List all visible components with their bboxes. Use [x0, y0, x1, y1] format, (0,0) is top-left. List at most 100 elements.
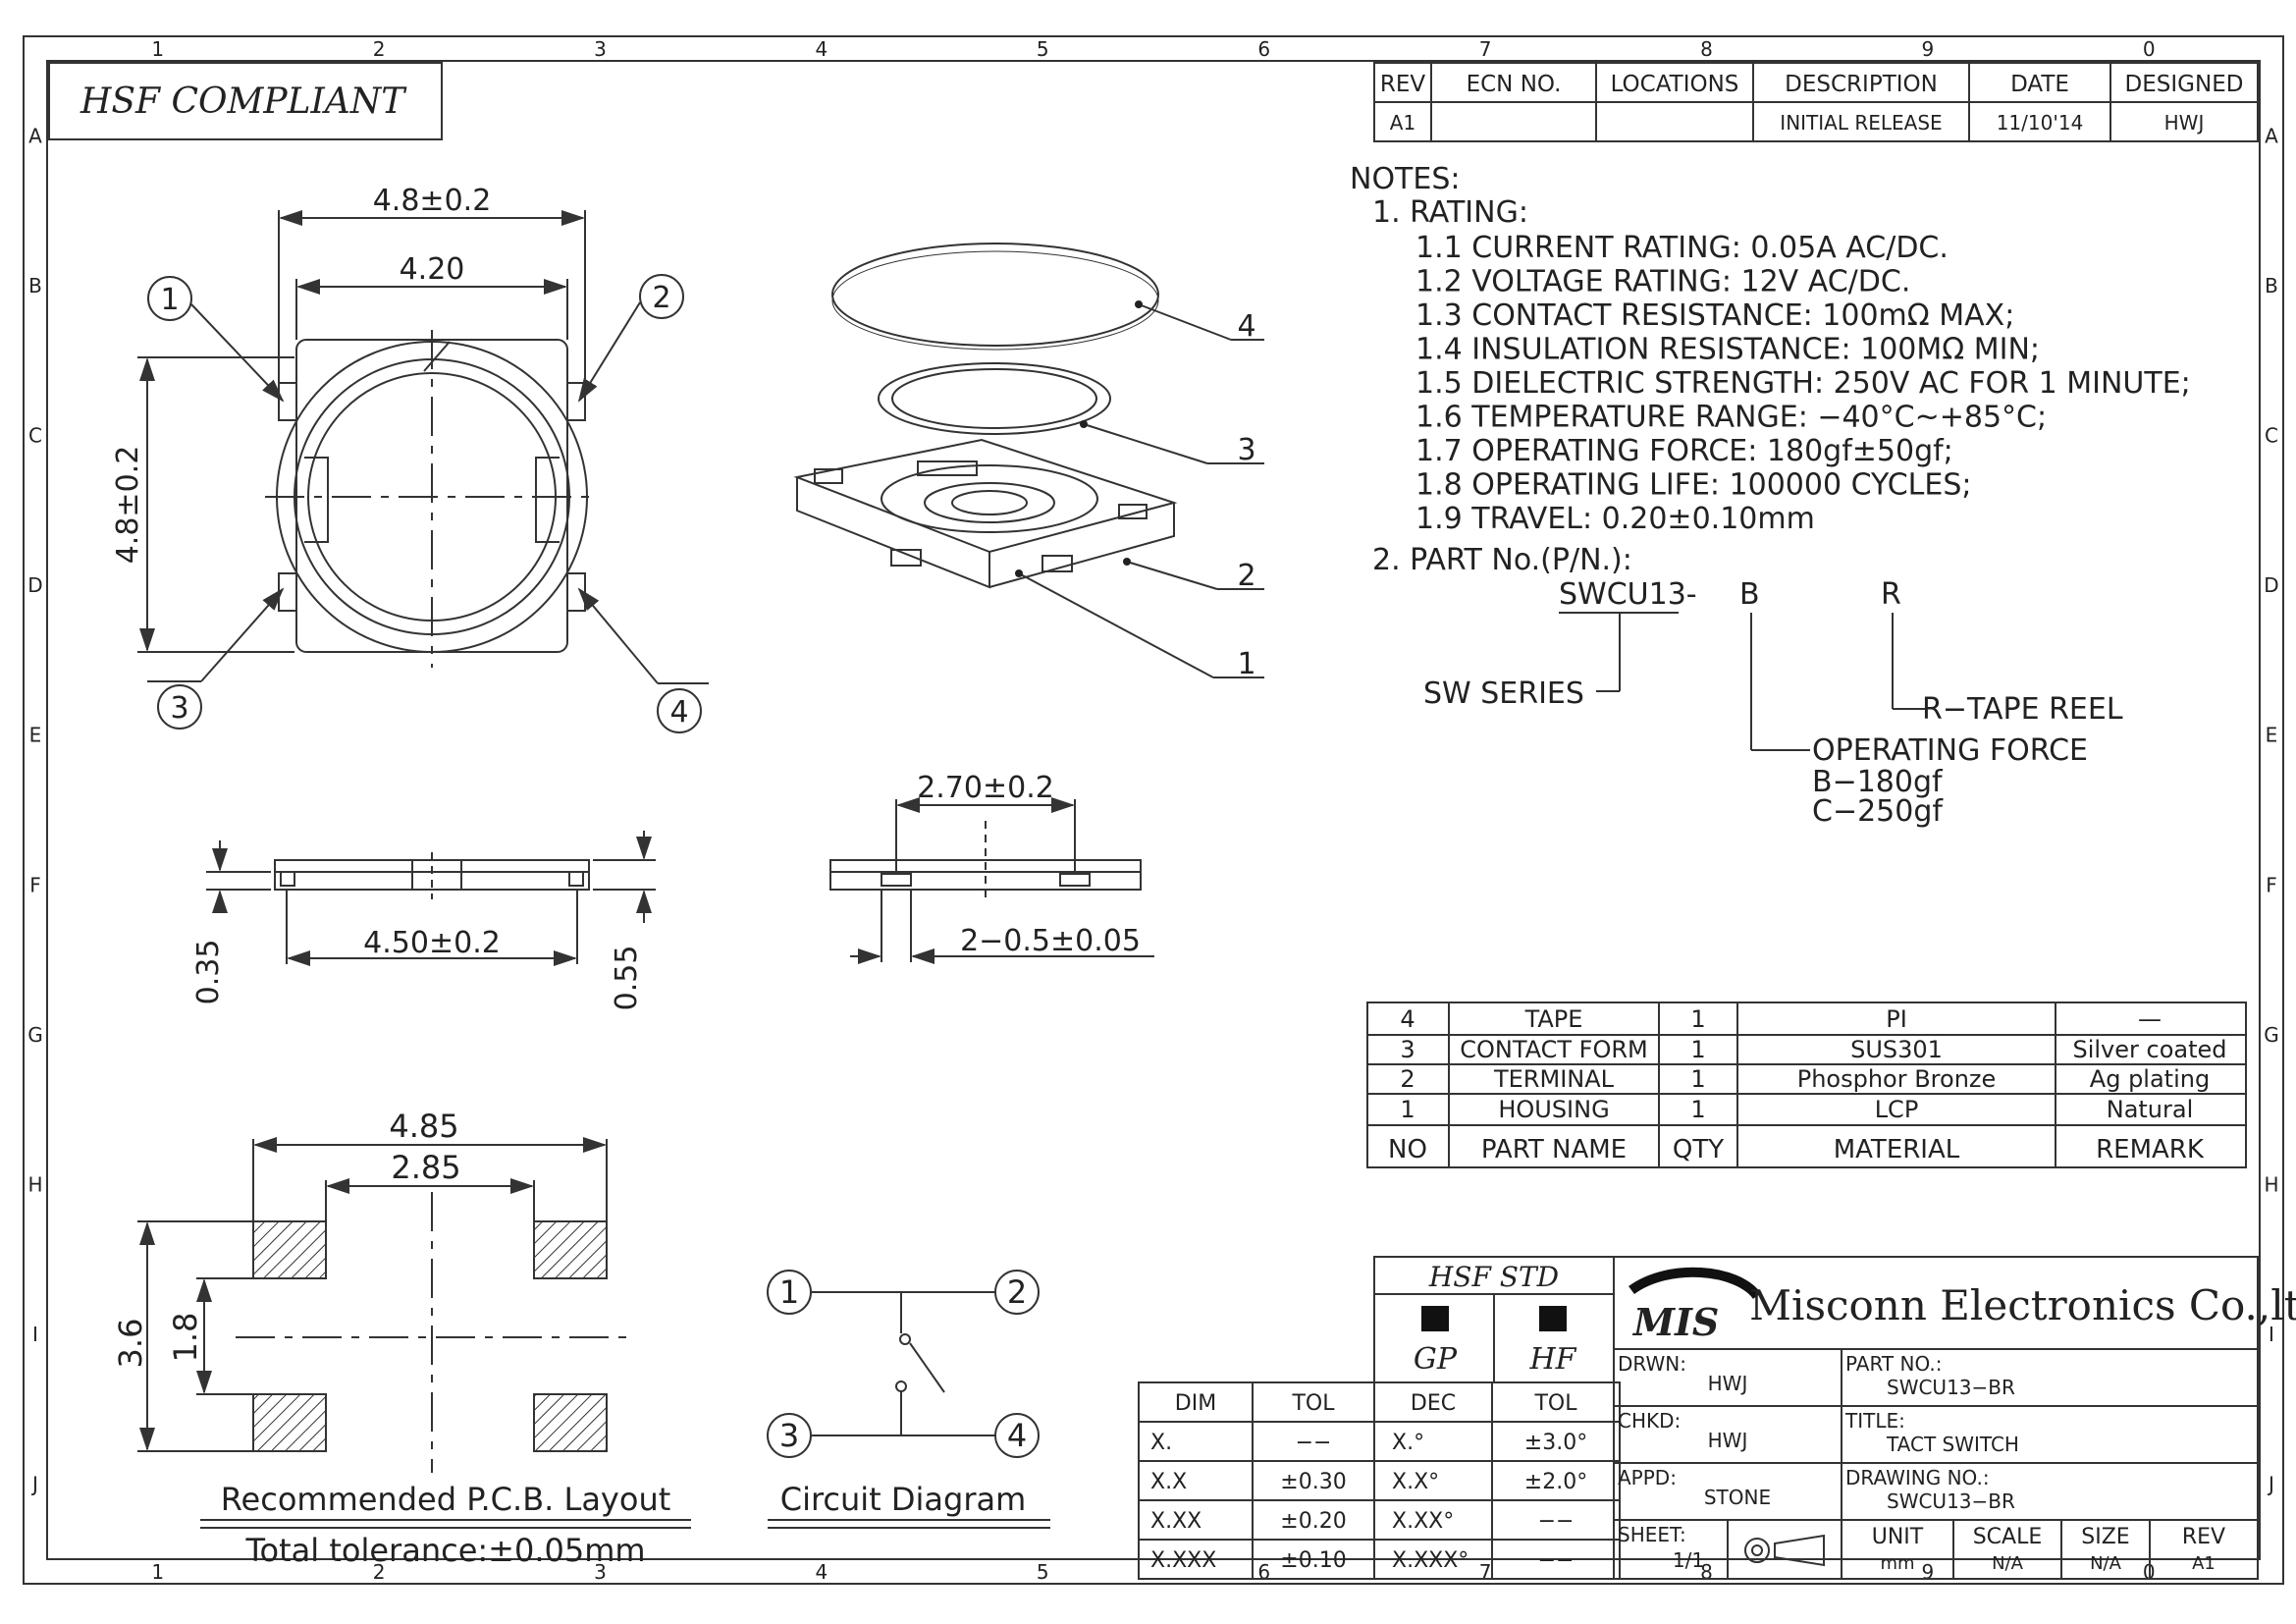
rev-cell-designed: HWJ: [2164, 111, 2205, 135]
rating-line-7: 1.7 OPERATING FORCE: 180gf±50gf;: [1415, 434, 1953, 468]
pcb-dim-inner-height: 1.8: [167, 1313, 204, 1363]
rev-cell-date: 11/10'14: [1997, 111, 2084, 135]
frame-column-top-6: 6: [1257, 37, 1270, 61]
frame-row-left-a: A: [28, 124, 42, 147]
bom-header-no: NO: [1388, 1135, 1427, 1164]
top-balloon-1: 1: [160, 283, 179, 317]
tol-cell-r1-c1: X.: [1150, 1431, 1172, 1455]
pn-force: B: [1739, 577, 1760, 612]
unit-value: mm: [1880, 1553, 1914, 1574]
bom-cell-r2-c1: 3: [1400, 1036, 1415, 1063]
notes-rating-title: 1. RATING:: [1372, 195, 1528, 230]
hsf-std-hf: HF: [1529, 1342, 1577, 1377]
front-view: 2.70±0.2 2−0.5±0.05: [829, 771, 1154, 964]
tol-cell-r4-c1: X.XXX: [1150, 1548, 1216, 1573]
tol-cell-r1-c3: X.°: [1392, 1431, 1424, 1455]
pn-force-c-label: C−250gf: [1812, 794, 1944, 829]
notes-ratings-list: 1.1 CURRENT RATING: 0.05A AC/DC.1.2 VOLT…: [1415, 231, 2191, 536]
frame-column-top-8: 8: [1700, 37, 1713, 61]
frame-row-right-c: C: [2265, 424, 2278, 448]
tol-cell-r3-c3: X.XX°: [1392, 1509, 1454, 1534]
bom-header-material: MATERIAL: [1834, 1135, 1960, 1164]
tol-header-tol-angle: TOL: [1533, 1391, 1577, 1416]
scale-value: N/A: [1992, 1553, 2024, 1574]
pcb-caption: Recommended P.C.B. Layout: [221, 1481, 671, 1518]
rating-line-3: 1.3 CONTACT RESISTANCE: 100mΩ MAX;: [1415, 298, 2014, 333]
rating-line-6: 1.6 TEMPERATURE RANGE: −40°C~+85°C;: [1415, 401, 2047, 435]
tol-header-dim: DIM: [1175, 1391, 1216, 1416]
circuit-caption: Circuit Diagram: [780, 1481, 1027, 1518]
pn-pack: R: [1881, 577, 1901, 612]
bom-cell-r2-c5: Silver coated: [2072, 1036, 2226, 1063]
front-dim-terminal: 2−0.5±0.05: [960, 924, 1141, 958]
rev-header-date: DATE: [2010, 72, 2069, 97]
chkd-label: CHKD:: [1618, 1409, 1681, 1433]
tol-cell-r2-c1: X.X: [1150, 1470, 1187, 1494]
tol-cell-r3-c4: −−: [1538, 1509, 1575, 1534]
top-dim-height: 4.8±0.2: [111, 446, 145, 565]
notes-title: NOTES:: [1350, 162, 1461, 196]
title-block: MIS Misconn Electronics Co.,ltd. DRWN: H…: [1613, 1256, 2296, 1580]
frame-row-right-h: H: [2264, 1173, 2278, 1197]
rating-line-8: 1.8 OPERATING LIFE: 100000 CYCLES;: [1415, 468, 1971, 503]
rating-line-9: 1.9 TRAVEL: 0.20±0.10mm: [1415, 502, 1815, 536]
hsf-compliant-label: HSF COMPLIANT: [80, 81, 407, 122]
frame-row-left-g: G: [27, 1023, 43, 1047]
frame-row-left-d: D: [27, 573, 42, 597]
bom-header-qty: QTY: [1673, 1135, 1724, 1164]
hsf-std-box: HSF STD GP HF: [1373, 1256, 1615, 1383]
frame-column-bottom-3: 3: [594, 1560, 607, 1584]
tol-cell-r3-c2: ±0.20: [1280, 1509, 1346, 1534]
bom-cell-r4-c5: Natural: [2107, 1096, 2194, 1123]
frame-row-right-g: G: [2264, 1023, 2279, 1047]
bom-cell-r3-c5: Ag plating: [2090, 1065, 2210, 1093]
rev-label: REV: [2182, 1525, 2225, 1549]
circuit-node-4: 4: [1007, 1417, 1027, 1454]
rating-line-5: 1.5 DIELECTRIC STRENGTH: 250V AC FOR 1 M…: [1415, 366, 2191, 401]
title-label: TITLE:: [1844, 1409, 1905, 1433]
frame-row-left-j: J: [30, 1473, 38, 1496]
bom-cell-r2-c3: 1: [1690, 1036, 1705, 1063]
company-logo: MIS: [1629, 1267, 1762, 1344]
frame-row-left-h: H: [27, 1173, 42, 1197]
rev-header-ecn: ECN NO.: [1467, 72, 1562, 97]
bom-cell-r1-c4: PI: [1886, 1005, 1907, 1033]
frame-column-top-9: 9: [1922, 37, 1935, 61]
bom-cell-r4-c4: LCP: [1875, 1096, 1919, 1123]
bom-cell-r2-c4: SUS301: [1850, 1036, 1943, 1063]
top-balloon-4: 4: [669, 695, 688, 730]
pcb-layout: 4.85 2.85 3.6 1.8 Recommended P.C.B. Lay…: [112, 1108, 691, 1569]
bom-cell-r4-c2: HOUSING: [1498, 1096, 1609, 1123]
hsf-compliant-box: HSF COMPLIANT: [48, 62, 443, 140]
frame-row-left-f: F: [29, 873, 41, 896]
bom-header-part-name: PART NAME: [1481, 1135, 1627, 1164]
side-dim-right: 0.55: [610, 946, 644, 1011]
bom-cell-r1-c3: 1: [1690, 1005, 1705, 1033]
rev-header-locations: LOCATIONS: [1611, 72, 1739, 97]
pn-series: SWCU13-: [1559, 577, 1697, 612]
notes-block: NOTES: 1. RATING: 1.1 CURRENT RATING: 0.…: [1350, 162, 2191, 829]
frame-row-left-e: E: [29, 724, 42, 747]
rating-line-4: 1.4 INSULATION RESISTANCE: 100MΩ MIN;: [1415, 333, 2040, 367]
exploded-view: 4 3 2 1: [793, 243, 1264, 681]
side-view: 4.50±0.2 0.35 0.55: [191, 831, 656, 1010]
frame-column-bottom-4: 4: [816, 1560, 828, 1584]
hsf-std-title: HSF STD: [1428, 1261, 1559, 1293]
sheet-frame: [23, 35, 2284, 1585]
rev-cell-rev: A1: [1390, 111, 1415, 135]
bom-cell-r3-c2: TERMINAL: [1493, 1065, 1615, 1093]
frame-column-bottom-5: 5: [1037, 1560, 1049, 1584]
circuit-node-1: 1: [779, 1273, 799, 1311]
exploded-label-2: 2: [1237, 559, 1255, 593]
frame-column-top-1: 1: [151, 37, 164, 61]
frame-column-bottom-7: 7: [1479, 1560, 1492, 1584]
tol-cell-r2-c2: ±0.30: [1280, 1470, 1346, 1494]
frame-column-top-2: 2: [373, 37, 386, 61]
tol-cell-r1-c4: ±3.0°: [1524, 1431, 1587, 1455]
pn-operating-force-label: OPERATING FORCE: [1812, 733, 2088, 768]
tol-header-tol: TOL: [1291, 1391, 1335, 1416]
part-no-label: PART NO.:: [1845, 1352, 1942, 1376]
tol-cell-r4-c4: −−: [1538, 1548, 1575, 1573]
